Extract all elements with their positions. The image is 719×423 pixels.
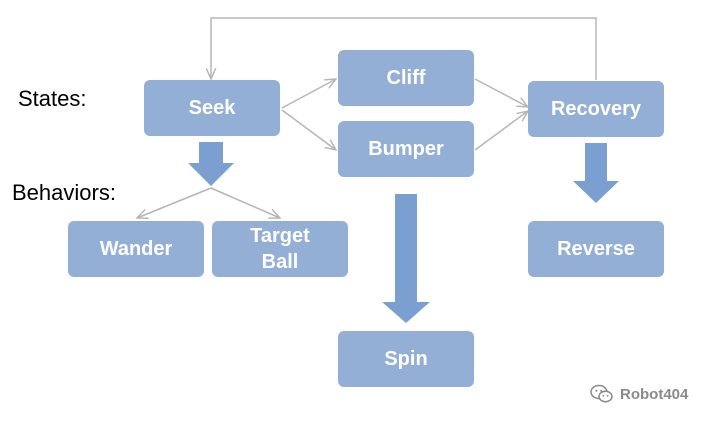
node-bumper-label: Bumper <box>368 138 444 160</box>
node-cliff: Cliff <box>338 50 474 106</box>
bumper-to-spin-block-arrow <box>382 194 430 323</box>
node-spin: Spin <box>338 331 474 387</box>
seek-to-bumper-arrow <box>281 109 336 150</box>
node-wander: Wander <box>68 221 204 277</box>
watermark: Robot404 <box>590 384 688 404</box>
node-target-ball-label: Target Ball <box>250 225 310 273</box>
node-target-ball: Target Ball <box>212 221 348 277</box>
states-label: States: <box>18 86 87 111</box>
node-reverse: Reverse <box>528 221 664 277</box>
node-cliff-label: Cliff <box>386 67 426 89</box>
node-seek-label: Seek <box>188 97 236 119</box>
wechat-icon <box>590 384 613 403</box>
seek-to-cliff-arrow <box>281 79 336 109</box>
node-recovery-label: Recovery <box>550 98 642 120</box>
node-spin-label: Spin <box>384 348 428 370</box>
node-recovery: Recovery <box>528 81 664 137</box>
cliff-to-recovery-arrow <box>474 78 528 107</box>
node-seek: Seek <box>144 80 280 136</box>
behaviors-label: Behaviors: <box>12 180 116 205</box>
node-wander-label: Wander <box>99 238 173 260</box>
watermark-text: Robot404 <box>620 385 689 403</box>
bumper-to-recovery-arrow <box>474 111 528 151</box>
recovery-to-reverse-block-arrow <box>573 143 619 203</box>
node-reverse-label: Reverse <box>557 238 635 260</box>
recovery-to-seek-arrow <box>211 17 597 80</box>
node-bumper: Bumper <box>338 121 474 177</box>
to-wander-arrow <box>137 187 212 218</box>
seek-to-behaviors-block-arrow <box>188 142 234 186</box>
to-target-ball-arrow <box>210 187 280 218</box>
